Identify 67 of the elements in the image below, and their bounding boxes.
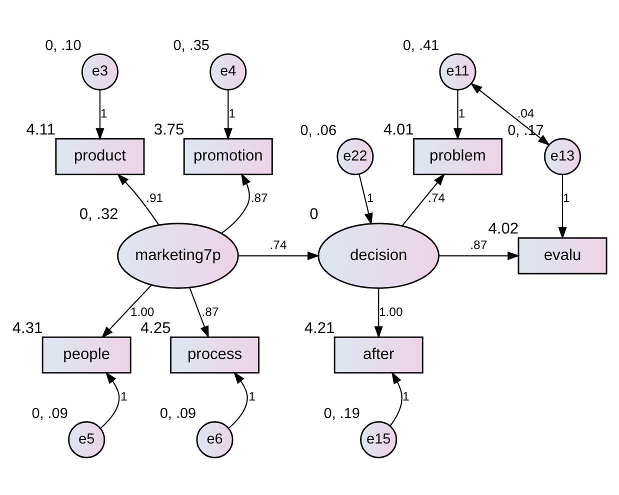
arrow (224, 90, 232, 140)
arrow (438, 251, 520, 260)
arrow (228, 371, 248, 428)
node-label: 0, .35 (173, 38, 210, 54)
edge-label: 1 (120, 388, 128, 403)
node-label: 4.11 (26, 121, 56, 138)
node-circle: e13 (544, 138, 582, 175)
node-label: 0, .09 (32, 405, 68, 422)
node-box: evalu (518, 236, 608, 274)
arrow (402, 172, 446, 226)
node-circle: e6 (196, 420, 234, 458)
edge-label: 1 (248, 388, 256, 403)
node-label: 0, .10 (45, 38, 82, 54)
node-label: 0, .41 (402, 38, 440, 54)
node-box: process (170, 336, 260, 374)
arrow (238, 251, 320, 260)
node-circle: e11 (439, 52, 476, 90)
arrow (100, 371, 120, 428)
arrow (221, 172, 251, 234)
node-label: 4.25 (140, 319, 171, 336)
node-box: problem (412, 138, 502, 175)
edge-label: 1 (228, 106, 236, 120)
node-circle: e3 (81, 52, 119, 90)
node-label: 0, .09 (160, 405, 196, 422)
node-label: 4.31 (12, 319, 43, 336)
node-label: 0, .19 (324, 405, 360, 422)
edge-label: .74 (270, 237, 287, 252)
node-circle: e22 (336, 138, 374, 175)
edge-label: 1 (562, 190, 570, 205)
node-ellipse: decision (318, 222, 440, 288)
node-label: 3.75 (154, 121, 184, 138)
arrow (101, 284, 152, 338)
node-label: 0 (310, 206, 318, 223)
edge-label: 1 (458, 106, 466, 120)
arrow (374, 288, 383, 338)
node-box: promotion (183, 138, 273, 175)
edge-label: 1.00 (378, 304, 403, 318)
arrow (116, 173, 160, 225)
edge-label: 1 (402, 388, 410, 403)
edge-label: .87 (202, 304, 219, 318)
node-circle: e15 (360, 420, 398, 458)
arrow (96, 90, 104, 140)
node-label: 4.02 (488, 220, 519, 238)
node-label: 0, .06 (300, 122, 337, 138)
arrow (358, 174, 373, 225)
edge-label: 1 (100, 106, 108, 120)
arrow (390, 371, 402, 426)
arrow (470, 82, 550, 146)
node-box: product (55, 138, 145, 175)
node-ellipse: marketing7p (117, 222, 239, 288)
node-circle: e4 (210, 52, 247, 90)
edge-label: .87 (250, 190, 268, 205)
edge-label: .04 (517, 106, 534, 120)
arrow (189, 286, 209, 338)
edge-label: 1 (366, 190, 374, 205)
node-box: after (334, 336, 424, 374)
node-label: 4.21 (304, 319, 335, 336)
edge-label: .91 (146, 190, 164, 205)
edge-label: .87 (470, 237, 488, 252)
node-circle: e5 (68, 420, 106, 458)
node-label: 4.01 (383, 121, 414, 138)
node-label: 0, .32 (79, 206, 118, 223)
arrow (453, 90, 462, 140)
node-box: people (42, 336, 132, 374)
edge-label: 1.00 (130, 304, 154, 318)
edge-label: .74 (428, 190, 446, 205)
arrow (558, 174, 567, 239)
